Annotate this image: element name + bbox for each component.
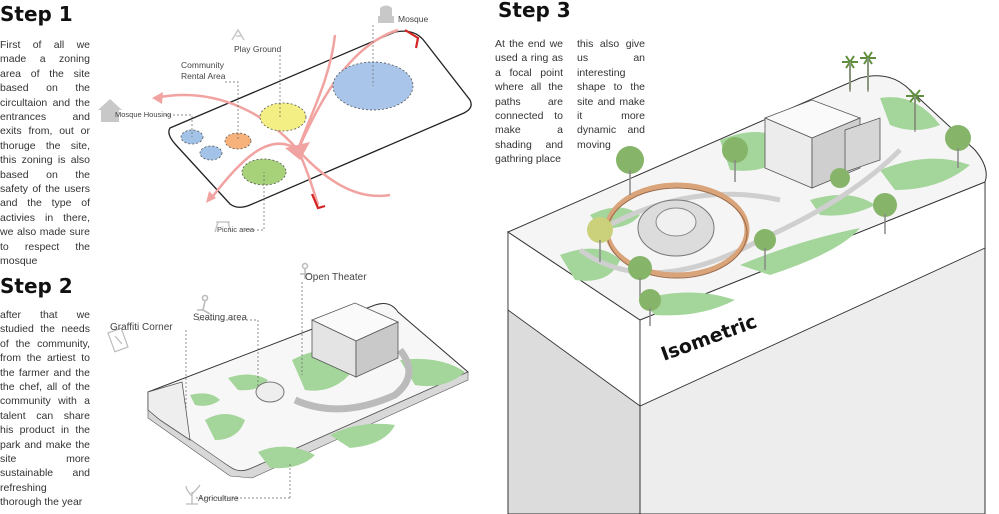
- central-bowl-inner: [656, 208, 696, 236]
